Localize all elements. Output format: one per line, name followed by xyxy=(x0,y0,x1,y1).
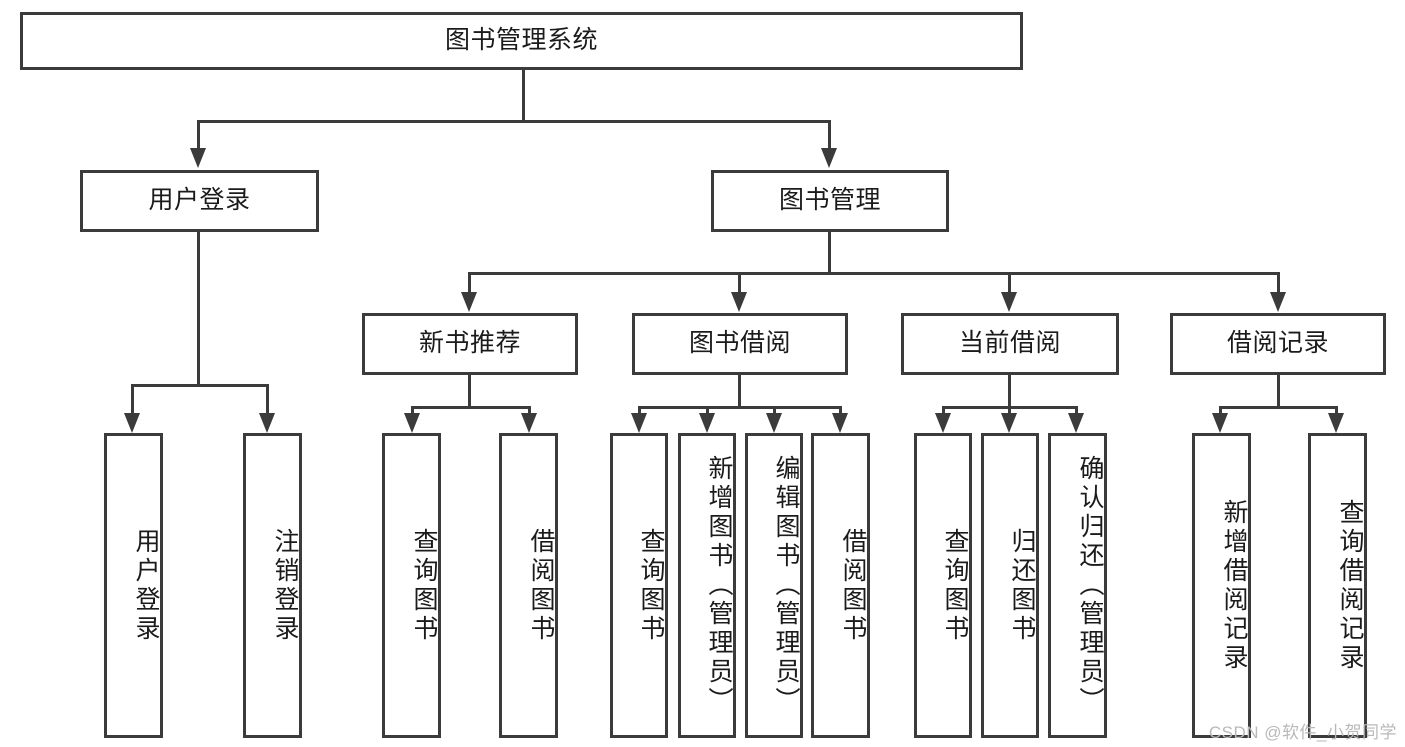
edge-cb-to-leaf-1 xyxy=(942,406,945,413)
leaf-cb-return-books[interactable]: 归还图书 xyxy=(981,433,1039,738)
arrow-to-user-login xyxy=(190,148,206,168)
node-label: 新增借阅记录 xyxy=(1220,498,1248,673)
arrow-to-cb-leaf-3 xyxy=(1068,413,1084,433)
node-label: 借阅图书 xyxy=(527,527,555,644)
node-current-borrow[interactable]: 当前借阅 xyxy=(901,313,1119,375)
edge-root-to-book-management xyxy=(828,120,831,148)
edge-new-book-bus xyxy=(411,406,531,409)
arrow-to-user-login-leaf-2 xyxy=(259,413,275,433)
node-book-management[interactable]: 图书管理 xyxy=(711,170,949,232)
arrow-to-bb-leaf-4 xyxy=(832,413,848,433)
edge-book-management-bus xyxy=(468,272,1280,275)
leaf-bb-add-book-admin[interactable]: 新增图书（管理员） xyxy=(678,433,736,738)
edge-borrow-record-bus xyxy=(1219,406,1338,409)
node-label: 当前借阅 xyxy=(958,329,1061,358)
node-label: 查询图书 xyxy=(637,527,665,644)
node-label: 图书管理系统 xyxy=(444,26,598,55)
leaf-br-query-record[interactable]: 查询借阅记录 xyxy=(1308,433,1367,738)
edge-nb-to-leaf-1 xyxy=(411,406,414,413)
edge-bb-to-leaf-1 xyxy=(638,406,641,413)
arrow-to-new-book xyxy=(461,292,477,312)
arrow-to-nb-leaf-2 xyxy=(521,413,537,433)
node-label: 注销登录 xyxy=(271,527,299,644)
node-label: 查询图书 xyxy=(410,527,438,644)
edge-br-to-leaf-2 xyxy=(1335,406,1338,413)
edge-bm-to-current-borrow xyxy=(1008,272,1011,292)
edge-user-login-to-leaf-2 xyxy=(266,384,269,413)
leaf-cb-confirm-return-admin[interactable]: 确认归还（管理员） xyxy=(1048,433,1107,738)
edge-user-login-stem xyxy=(197,232,200,386)
arrow-to-br-leaf-2 xyxy=(1328,413,1344,433)
node-label: 用户登录 xyxy=(132,527,160,644)
arrow-to-nb-leaf-1 xyxy=(404,413,420,433)
leaf-nb-borrow-books[interactable]: 借阅图书 xyxy=(499,433,558,738)
leaf-cb-query-books[interactable]: 查询图书 xyxy=(914,433,972,738)
edge-book-borrow-bus xyxy=(638,406,842,409)
arrow-to-borrow-record xyxy=(1270,292,1286,312)
edge-book-management-stem xyxy=(828,232,831,274)
node-label: 借阅记录 xyxy=(1226,329,1329,358)
edge-bm-to-borrow-record xyxy=(1277,272,1280,292)
leaf-bb-edit-book-admin[interactable]: 编辑图书（管理员） xyxy=(745,433,803,738)
edge-bm-to-new-book xyxy=(468,272,471,292)
edge-cb-to-leaf-2 xyxy=(1008,406,1011,413)
node-label: 图书借阅 xyxy=(688,329,791,358)
csdn-watermark: CSDN @软件_小贺同学 xyxy=(1208,723,1397,742)
edge-new-book-stem xyxy=(468,375,471,409)
leaf-user-login[interactable]: 用户登录 xyxy=(104,433,163,738)
arrow-to-book-borrow xyxy=(731,292,747,312)
node-label: 用户登录 xyxy=(148,186,251,215)
leaf-logout[interactable]: 注销登录 xyxy=(243,433,302,738)
arrow-to-cb-leaf-1 xyxy=(935,413,951,433)
node-new-book-recommend[interactable]: 新书推荐 xyxy=(362,313,578,375)
arrow-to-cb-leaf-2 xyxy=(1001,413,1017,433)
node-label: 借阅图书 xyxy=(839,527,867,644)
edge-bb-to-leaf-4 xyxy=(839,406,842,413)
edge-book-borrow-stem xyxy=(738,375,741,409)
edge-bb-to-leaf-3 xyxy=(773,406,776,413)
leaf-bb-query-books[interactable]: 查询图书 xyxy=(610,433,668,738)
leaf-br-add-record[interactable]: 新增借阅记录 xyxy=(1192,433,1251,738)
arrow-to-bb-leaf-2 xyxy=(699,413,715,433)
edge-cb-to-leaf-3 xyxy=(1075,406,1078,413)
edge-root-bus xyxy=(197,120,831,123)
edge-current-borrow-stem xyxy=(1008,375,1011,409)
node-label: 新增图书（管理员） xyxy=(705,455,733,716)
edge-br-to-leaf-1 xyxy=(1219,406,1222,413)
edge-bb-to-leaf-2 xyxy=(706,406,709,413)
edge-user-login-bus xyxy=(131,384,269,387)
edge-borrow-record-stem xyxy=(1277,375,1280,409)
edge-nb-to-leaf-2 xyxy=(528,406,531,413)
arrow-to-bb-leaf-3 xyxy=(766,413,782,433)
leaf-bb-borrow-books[interactable]: 借阅图书 xyxy=(811,433,870,738)
arrow-to-bb-leaf-1 xyxy=(631,413,647,433)
arrow-to-current-borrow xyxy=(1001,292,1017,312)
node-book-borrow[interactable]: 图书借阅 xyxy=(632,313,848,375)
edge-bm-to-book-borrow xyxy=(738,272,741,292)
node-root-book-management-system[interactable]: 图书管理系统 xyxy=(20,12,1023,70)
node-user-login[interactable]: 用户登录 xyxy=(80,170,319,232)
edge-user-login-to-leaf-1 xyxy=(131,384,134,413)
node-label: 查询借阅记录 xyxy=(1336,498,1364,673)
arrow-to-user-login-leaf-1 xyxy=(124,413,140,433)
node-label: 图书管理 xyxy=(778,186,881,215)
node-borrow-record[interactable]: 借阅记录 xyxy=(1170,313,1386,375)
edge-root-stem xyxy=(522,70,525,122)
arrow-to-br-leaf-1 xyxy=(1212,413,1228,433)
leaf-nb-query-books[interactable]: 查询图书 xyxy=(382,433,441,738)
node-label: 查询图书 xyxy=(941,527,969,644)
node-label: 确认归还（管理员） xyxy=(1076,455,1104,716)
edge-root-to-user-login xyxy=(197,120,200,148)
node-label: 归还图书 xyxy=(1008,527,1036,644)
node-label: 新书推荐 xyxy=(418,329,521,358)
node-label: 编辑图书（管理员） xyxy=(772,455,800,716)
arrow-to-book-management xyxy=(821,148,837,168)
